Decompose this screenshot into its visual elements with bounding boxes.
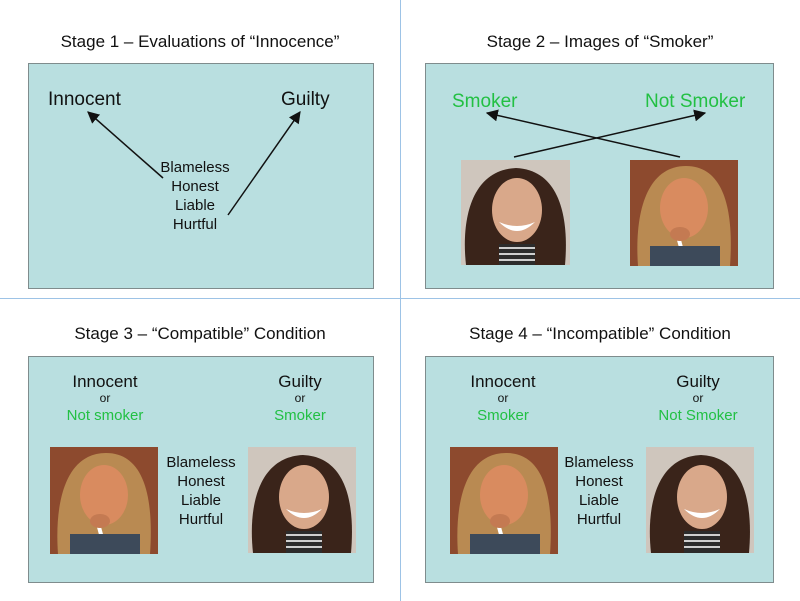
smiling-woman-photo bbox=[646, 447, 754, 553]
word-liable: Liable bbox=[180, 492, 222, 509]
stage4-left-alt: Smoker bbox=[477, 407, 529, 424]
vertical-divider bbox=[400, 0, 401, 601]
word-liable: Liable bbox=[578, 492, 620, 509]
word-honest: Honest bbox=[171, 178, 219, 195]
word-hurtful: Hurtful bbox=[178, 511, 224, 528]
stage3-word-list: Blameless Honest Liable Hurtful bbox=[158, 453, 244, 529]
word-blameless: Blameless bbox=[564, 454, 634, 471]
stage3-title: Stage 3 – “Compatible” Condition bbox=[74, 324, 326, 343]
word-blameless: Blameless bbox=[160, 159, 230, 176]
stage1-word-list: Blameless Honest Liable Hurtful bbox=[150, 158, 240, 234]
stage2-title: Stage 2 – Images of “Smoker” bbox=[486, 32, 714, 51]
stage3-left-or: or bbox=[99, 391, 111, 405]
stage2-smoker-label: Smoker bbox=[452, 91, 518, 112]
stage2-not-smoker-label: Not Smoker bbox=[645, 91, 746, 112]
stage3-left-alt: Not smoker bbox=[66, 407, 144, 424]
stage1-title: Stage 1 – Evaluations of “Innocence” bbox=[60, 32, 340, 51]
stage4-left-main: Innocent bbox=[470, 372, 536, 391]
word-hurtful: Hurtful bbox=[576, 511, 622, 528]
smoking-woman-photo bbox=[50, 447, 158, 554]
smiling-woman-photo bbox=[248, 447, 356, 553]
stage4-left-category: Innocent or Smoker bbox=[453, 373, 553, 424]
stage4-left-or: or bbox=[497, 391, 509, 405]
word-honest: Honest bbox=[575, 473, 623, 490]
word-blameless: Blameless bbox=[166, 454, 236, 471]
stage1-guilty-label: Guilty bbox=[281, 89, 330, 110]
smiling-woman-photo bbox=[461, 160, 570, 265]
word-honest: Honest bbox=[177, 473, 225, 490]
arrow-to-not-smoker bbox=[513, 109, 707, 158]
stage3-left-category: Innocent or Not smoker bbox=[55, 373, 155, 424]
stage3-right-category: Guilty or Smoker bbox=[250, 373, 350, 424]
word-hurtful: Hurtful bbox=[172, 216, 218, 233]
smoking-woman-photo bbox=[450, 447, 558, 554]
stage3-right-alt: Smoker bbox=[274, 407, 326, 424]
arrow-to-smoker bbox=[485, 109, 681, 158]
stage4-title: Stage 4 – “Incompatible” Condition bbox=[469, 324, 731, 343]
arrow-to-innocent bbox=[87, 111, 164, 179]
stage3-left-main: Innocent bbox=[72, 372, 138, 391]
stage3-right-or: or bbox=[294, 391, 306, 405]
word-liable: Liable bbox=[174, 197, 216, 214]
stage1-innocent-label: Innocent bbox=[48, 89, 121, 110]
stage3-right-main: Guilty bbox=[278, 372, 322, 391]
stage1-panel bbox=[28, 63, 374, 289]
stage4-right-or: or bbox=[692, 391, 704, 405]
stage4-right-alt: Not Smoker bbox=[658, 407, 738, 424]
stage4-word-list: Blameless Honest Liable Hurtful bbox=[556, 453, 642, 529]
stage4-right-main: Guilty bbox=[676, 372, 720, 391]
arrow-to-guilty bbox=[227, 111, 301, 216]
stage4-right-category: Guilty or Not Smoker bbox=[648, 373, 748, 424]
smoking-woman-photo bbox=[630, 160, 738, 266]
